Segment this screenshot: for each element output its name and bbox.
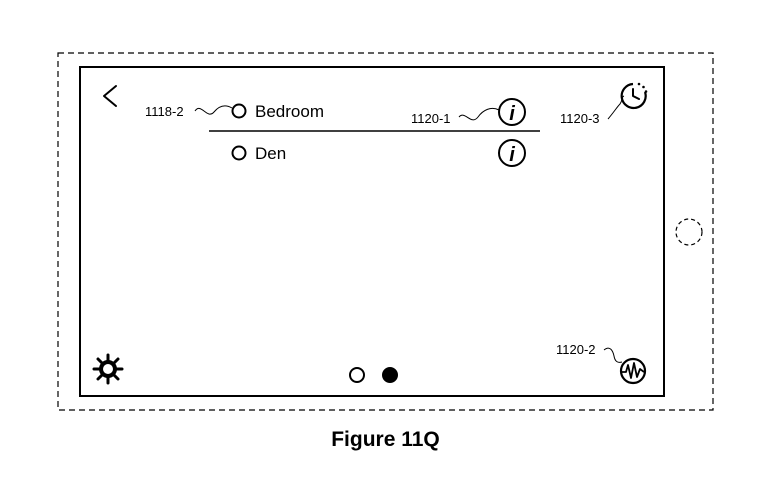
home-button[interactable]: [676, 219, 702, 245]
page-dot-2-active[interactable]: [382, 367, 398, 383]
callout-label-1120-2: 1120-2: [556, 342, 596, 357]
gear-icon[interactable]: [94, 355, 122, 383]
callout-label-1120-3: 1120-3: [560, 111, 600, 126]
callout-label-1120-1: 1120-1: [411, 111, 451, 126]
svg-text:i: i: [509, 144, 515, 166]
svg-text:i: i: [509, 103, 515, 125]
figure-caption: Figure 11Q: [0, 428, 771, 452]
room-label-bedroom: Bedroom: [255, 102, 324, 121]
room-label-den: Den: [255, 144, 286, 163]
callout-label-1118-2: 1118-2: [145, 104, 184, 119]
